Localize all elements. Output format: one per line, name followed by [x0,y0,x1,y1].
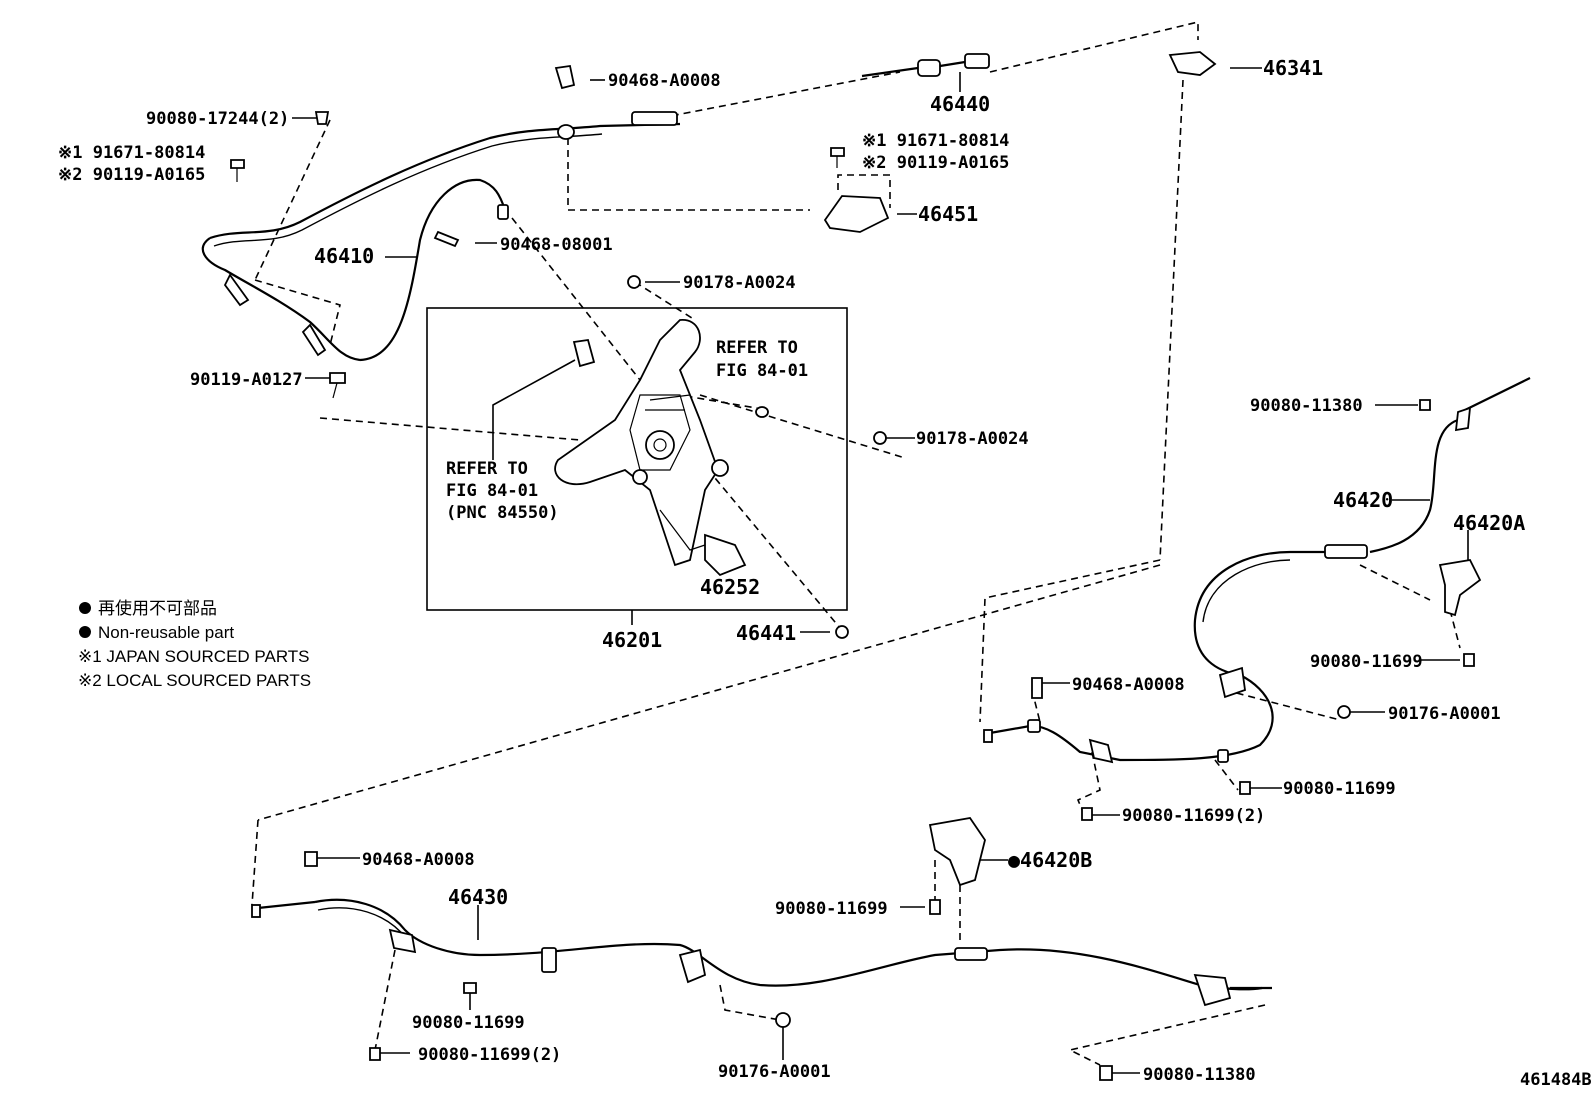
label-refer1-line2: FIG 84-01 [716,361,808,381]
legend-en-nonreusable: Non-reusable part [98,623,234,642]
rear-right-cable-46420 [983,377,1531,821]
legend-jp-nonreusable: 再使用不可部品 [98,598,217,618]
label-46420A: 46420A [1453,511,1525,535]
label-90080-11699-d: 90080-11699 [412,1013,525,1033]
label-46252: 46252 [700,575,760,599]
figure-id: 461484B [1520,1070,1592,1090]
label-90119-A0165-left: ※2 90119-A0165 [58,165,205,185]
label-90468-08001: 90468-08001 [500,235,613,255]
lever-assembly-box [426,307,848,611]
label-46201: 46201 [602,628,662,652]
nonreusable-dot-icon: ● [1008,848,1020,872]
label-90119-A0127: 90119-A0127 [190,370,303,390]
label-90080-11380-bot: 90080-11380 [1143,1065,1256,1085]
label-90080-11699-c: 90080-11699 [775,899,888,919]
label-90080-17244: 90080-17244(2) [146,109,289,129]
label-46440: 46440 [930,92,990,116]
label-91671-80814-left: ※1 91671-80814 [58,143,205,163]
label-46420: 46420 [1333,488,1393,512]
label-refer2-line2: FIG 84-01 [446,481,538,501]
label-90178-A0024-right: 90178-A0024 [916,429,1029,449]
label-90178-A0024-top: 90178-A0024 [683,273,796,293]
label-46420B: ●46420B [1008,848,1092,872]
legend-note-2: ※2 LOCAL SOURCED PARTS [78,671,311,690]
front-cable-46410 [201,111,681,362]
leader-lines [292,67,1469,1074]
label-90080-11699-2-bot: 90080-11699(2) [418,1045,561,1065]
part-46341 [1168,51,1217,76]
nonreusable-dot-icon [79,602,91,614]
rear-left-cable-46430 [251,817,1272,1081]
label-46341: 46341 [1263,56,1323,80]
parking-brake-lever-46201 [554,275,887,639]
label-90080-11699-b: 90080-11699 [1283,779,1396,799]
label-46410: 46410 [314,244,374,268]
small-parts-top-left [230,64,576,399]
label-90119-A0165-right: ※2 90119-A0165 [862,153,1009,173]
label-90176-A0001-bot: 90176-A0001 [718,1062,831,1082]
label-90468-A0008-top: 90468-A0008 [608,71,721,91]
label-90176-A0001-right: 90176-A0001 [1388,704,1501,724]
nonreusable-dot-icon [79,626,91,638]
label-46441: 46441 [736,621,796,645]
label-91671-80814-right: ※1 91671-80814 [862,131,1009,151]
label-90080-11699-a: 90080-11699 [1310,652,1423,672]
legend-note-1: ※1 JAPAN SOURCED PARTS [78,647,310,666]
label-46430: 46430 [448,885,508,909]
cable-46440 [861,53,990,78]
label-90080-11699-2-mid: 90080-11699(2) [1122,806,1265,826]
label-refer2-line3: (PNC 84550) [446,503,559,523]
label-90080-11380-top: 90080-11380 [1250,396,1363,416]
label-refer1-line1: REFER TO [716,338,798,358]
label-90468-A0008-mid: 90468-A0008 [1072,675,1185,695]
labels: 90468-A0008 90080-17244(2) ※1 91671-8081… [58,56,1525,1085]
bracket-46451 [823,147,890,233]
label-90468-A0008-bot: 90468-A0008 [362,850,475,870]
legend: 再使用不可部品 Non-reusable part ※1 JAPAN SOURC… [78,598,311,690]
label-refer2-line1: REFER TO [446,459,528,479]
reference-lines [251,20,1461,1066]
label-46451: 46451 [918,202,978,226]
